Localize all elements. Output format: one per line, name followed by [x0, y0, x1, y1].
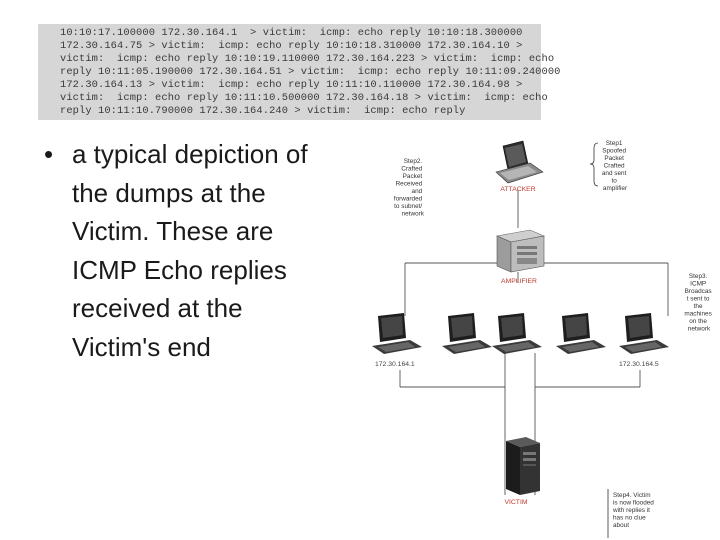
dump-line: 10:10:17.100000 172.30.164.1 > victim: i… — [60, 27, 523, 39]
network-pc-icon — [442, 313, 492, 354]
bullet-line: ICMP Echo replies — [72, 254, 287, 285]
dump-line: 172.30.164.75 > victim: icmp: echo reply… — [60, 40, 523, 52]
amplifier-label: AMPLIFIER — [501, 278, 537, 285]
attacker-label: ATTACKER — [500, 186, 535, 193]
bullet-symbol: • — [44, 139, 54, 169]
step3-text: Step3. ICMP Broadcas t sent to the machi… — [684, 273, 713, 333]
step1-text: Step1 Spoofed Packet Crafted and sent to… — [602, 140, 628, 192]
network-pc-icon — [619, 313, 669, 354]
packet-dump-panel: 10:10:17.100000 172.30.164.1 > victim: i… — [38, 24, 560, 120]
dump-line: 172.30.164.13 > victim: icmp: echo reply… — [60, 79, 523, 91]
step4-text: Step4. Victim is now flooded with replie… — [612, 492, 656, 529]
dump-line: victim: icmp: echo reply 10:11:10.500000… — [60, 92, 548, 104]
step1-note: Step1 Spoofed Packet Crafted and sent to… — [589, 140, 628, 192]
amplifier-server-icon — [495, 229, 546, 273]
network-pc-icon — [372, 313, 422, 354]
step4-note: Step4. Victim is now flooded with replie… — [607, 489, 656, 538]
dump-line: victim: icmp: echo reply 10:10:19.110000… — [60, 53, 555, 65]
dump-line: reply 10:11:05.190000 172.30.164.51 > vi… — [60, 66, 561, 78]
dump-line: reply 10:11:10.790000 172.30.164.240 > v… — [60, 105, 466, 117]
bullet-line: the dumps at the — [72, 177, 266, 208]
step2-note: Step2. Crafted Packet Received and forwa… — [394, 158, 425, 218]
bullet-line: Victim's end — [72, 331, 211, 362]
bullet-line: Victim. These are — [72, 216, 274, 246]
ip-label-left: 172.30.164.1 — [375, 361, 415, 368]
step2-text: Step2. Crafted Packet Received and forwa… — [394, 158, 425, 218]
victim-label: VICTIM — [504, 499, 527, 506]
victim-tower-icon — [506, 437, 540, 495]
network-pc-icon — [556, 313, 606, 354]
step3-note: Step3. ICMP Broadcas t sent to the machi… — [684, 273, 713, 333]
bullet-line: received at the — [72, 293, 243, 323]
bullet-line: a typical depiction of — [72, 139, 308, 169]
network-pc-icon — [492, 313, 542, 354]
attacker-laptop-icon — [495, 140, 544, 184]
ip-label-right: 172.30.164.5 — [619, 361, 659, 368]
